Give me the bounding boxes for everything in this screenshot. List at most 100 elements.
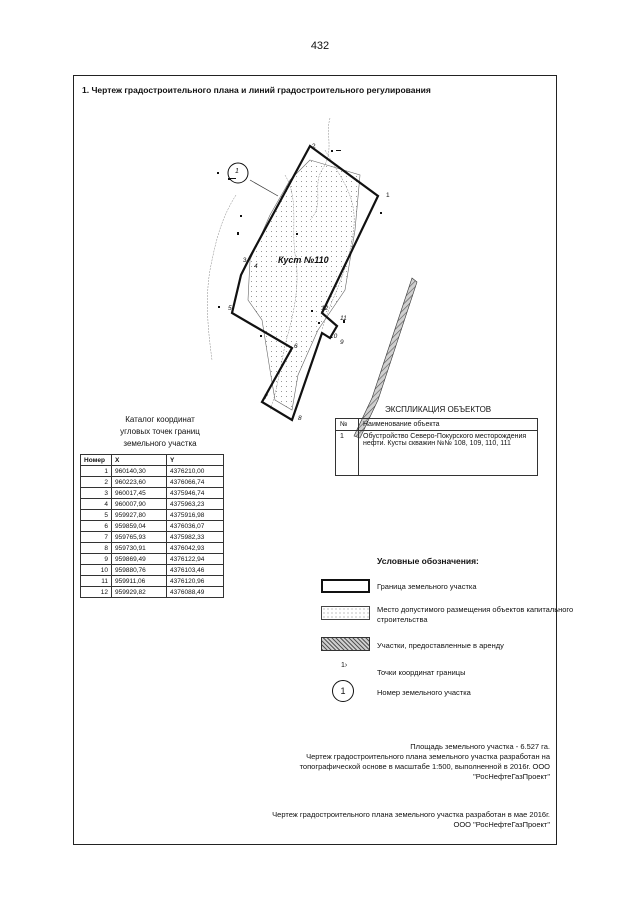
point-label-4: 4 [254,263,258,270]
plot-name-label: Куст №110 [278,255,329,265]
x-coordinate-cell: 959859,04 [111,520,167,532]
area-note: Площадь земельного участка - 6.527 га. [410,742,550,751]
col-header-x: X [111,454,167,466]
point-number-cell: 4 [80,498,112,510]
point-number-cell: 3 [80,487,112,499]
legend-item-buildable: Место допустимого размещения объектов ка… [377,605,574,624]
y-coordinate-cell: 4376210,00 [166,465,224,477]
point-label-12: 12 [321,305,329,312]
legend-item-plot-number: Номер земельного участка [377,688,471,697]
table-row: 1 Обустройство Северо-Покурского месторо… [335,430,538,476]
x-coordinate-cell: 960007,90 [111,498,167,510]
catalog-title: Каталог координат угловых точек границ з… [120,415,200,448]
col-header-number: Номер [80,454,112,466]
legend-item-boundary: Граница земельного участка [377,582,477,591]
point-number-cell: 8 [80,542,112,554]
drawing-title: 1. Чертеж градостроительного плана и лин… [82,85,431,95]
explication-title: ЭКСПЛИКАЦИЯ ОБЪЕКТОВ [385,405,492,414]
point-label-11: 11 [340,315,347,322]
point-number-cell: 5 [80,509,112,521]
plot-number-label: 1 [235,168,239,175]
y-coordinate-cell: 4376088,49 [166,586,224,598]
y-coordinate-cell: 4376066,74 [166,476,224,488]
x-coordinate-cell: 959730,91 [111,542,167,554]
point-label-9: 9 [340,339,344,346]
legend-item-leased: Участки, предоставленные в аренду [377,641,504,650]
y-coordinate-cell: 4376036,07 [166,520,224,532]
point-number-cell: 2 [80,476,112,488]
leased-area-strip [353,277,418,439]
point-label-1: 1 [386,192,390,199]
x-coordinate-cell: 960223,60 [111,476,167,488]
y-coordinate-cell: 4375963,23 [166,498,224,510]
plot-number-leader [249,179,279,197]
point-number-cell: 6 [80,520,112,532]
point-number-cell: 12 [80,586,112,598]
notes-block: Площадь земельного участка - 6.527 га. Ч… [270,742,550,782]
y-coordinate-cell: 4376042,93 [166,542,224,554]
x-coordinate-cell: 959869,49 [111,553,167,565]
col-header-no: № [335,418,359,431]
point-label-3: 3 [243,257,247,264]
x-coordinate-cell: 959765,93 [111,531,167,543]
legend-title: Условные обозначения: [377,556,479,566]
plot-boundary [230,144,380,422]
x-coordinate-cell: 960140,30 [111,465,167,477]
y-coordinate-cell: 4375946,74 [166,487,224,499]
table-header-row: Номер X Y [80,454,224,466]
point-label-6: 6 [294,343,298,350]
y-coordinate-cell: 4376122,94 [166,553,224,565]
x-coordinate-cell: 959929,82 [111,586,167,598]
point-number-cell: 1 [80,465,112,477]
point-number-cell: 11 [80,575,112,587]
point-label-10: 10 [330,333,338,340]
point-number-cell: 10 [80,564,112,576]
x-coordinate-cell: 959911,06 [111,575,167,587]
explication-table: № Наименование объекта 1 Обустройство Се… [335,418,538,476]
col-header-y: Y [166,454,224,466]
legend-buildable-icon [321,606,370,620]
buildable-zone [247,159,361,411]
legend-leased-icon [321,637,370,651]
legend-item-points: Точки координат границы [377,668,466,677]
point-label-5: 5 [228,305,232,312]
object-name: Обустройство Северо-Покурского месторожд… [358,430,538,476]
y-coordinate-cell: 4376103,46 [166,564,224,576]
object-number: 1 [335,430,359,476]
point-number-cell: 9 [80,553,112,565]
point-number-cell: 7 [80,531,112,543]
page-number: 432 [310,40,330,52]
x-coordinate-cell: 959880,76 [111,564,167,576]
point-label-7: 7 [264,394,268,401]
legend-boundary-icon [321,579,370,593]
x-coordinate-cell: 959927,80 [111,509,167,521]
legend-plot-number-icon: 1 [332,680,354,702]
terrain-line [207,194,237,361]
legend-point-icon: 1› [341,662,348,669]
plot-number-circle [227,162,249,184]
point-label-8: 8 [298,415,302,422]
basis-note: Чертеж градостроительного плана земельно… [299,752,550,781]
drawing-frame [73,75,557,845]
prepared-note: Чертеж градостроительного плана земельно… [272,810,550,829]
point-label-2: 2 [312,143,316,150]
table-header-row: № Наименование объекта [335,418,538,431]
y-coordinate-cell: 4376120,96 [166,575,224,587]
y-coordinate-cell: 4375916,98 [166,509,224,521]
col-header-name: Наименование объекта [358,418,538,431]
y-coordinate-cell: 4375982,33 [166,531,224,543]
x-coordinate-cell: 960017,45 [111,487,167,499]
